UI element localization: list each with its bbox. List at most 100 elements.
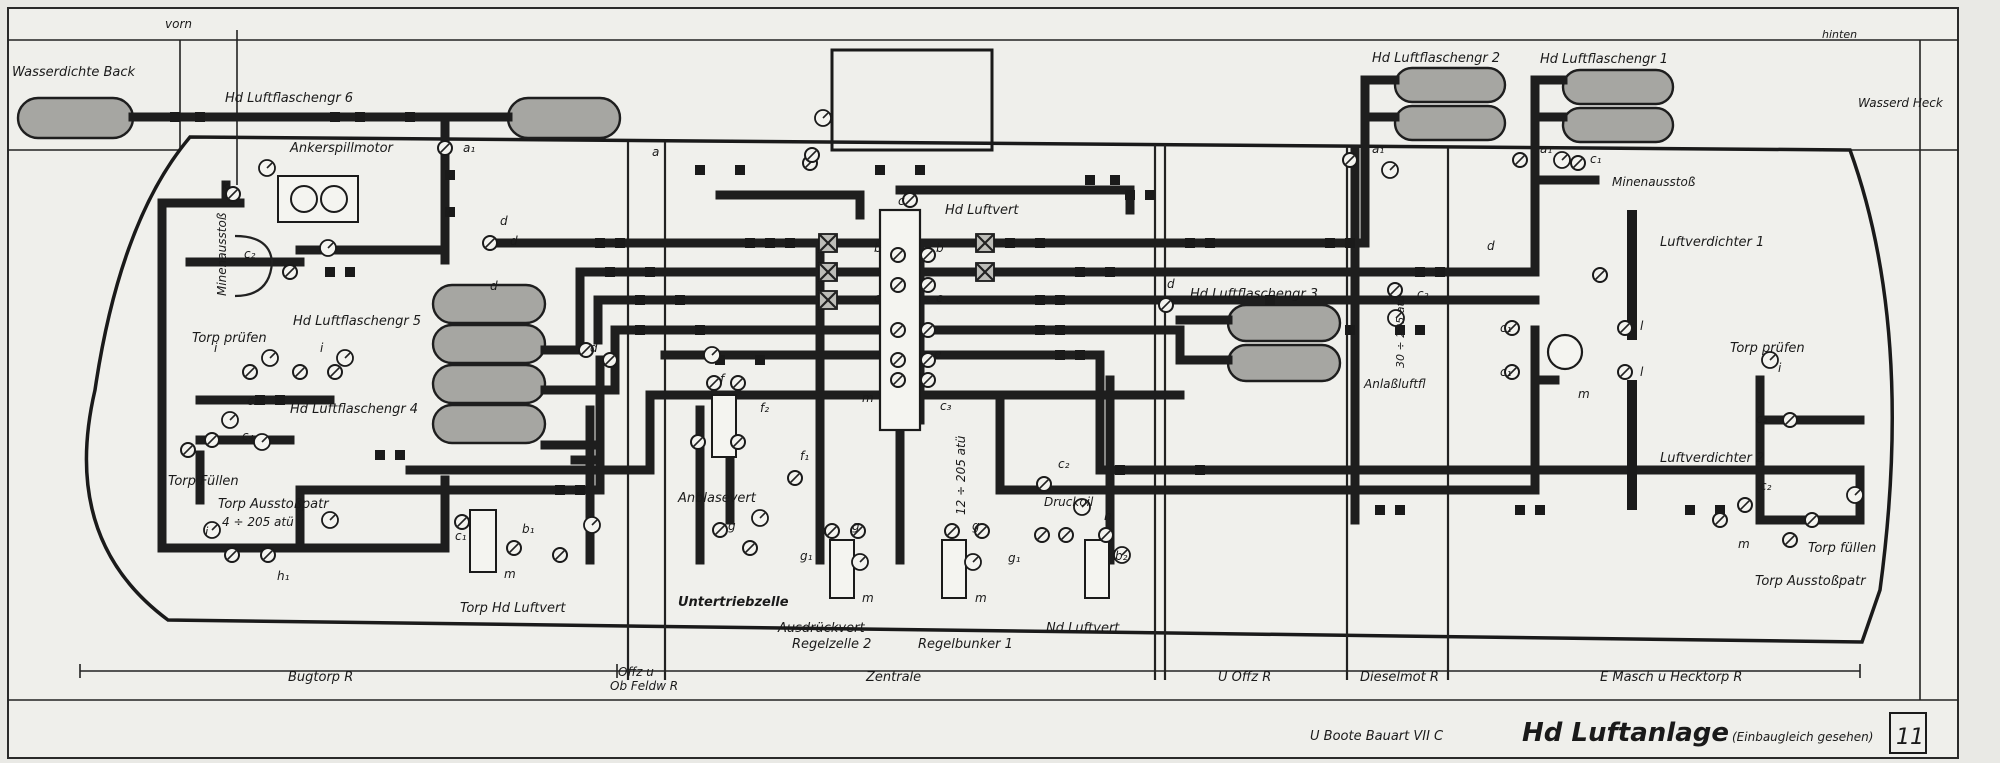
bottle-group-3a: [1226, 303, 1342, 343]
valve-stem: [1506, 322, 1518, 334]
bottle-group-5b: [431, 323, 547, 365]
valve-stem: [1506, 366, 1518, 378]
pipe-coupling: [1325, 238, 1335, 248]
valve-tag: m: [1738, 537, 1750, 551]
starting-air-pressure: 30 ÷ 205 atü: [1394, 295, 1407, 368]
pipe-coupling: [695, 325, 705, 335]
valve-tag: i: [214, 341, 218, 355]
torp-eject-fwd-label: Torp Ausstoßpatr: [218, 497, 330, 512]
valve-stem: [1060, 529, 1072, 541]
torp-eject-pressure: 4 ÷ 205 atü: [222, 515, 294, 529]
gauge-needle: [1081, 501, 1088, 508]
valve-tag: c: [898, 194, 905, 208]
valve-stem: [1784, 414, 1796, 426]
bottles-6-label: Hd Luftflaschengr 6: [225, 91, 353, 106]
valve-tag: c₂: [1058, 457, 1070, 471]
gauge-needle: [972, 556, 979, 563]
pressure-gauge: [336, 349, 354, 367]
gauge-needle: [1561, 154, 1568, 161]
pipe-coupling: [1105, 267, 1115, 277]
valve-stem: [456, 516, 468, 528]
gauge-needle: [1854, 489, 1861, 496]
valve-stem: [1784, 534, 1796, 546]
pressure-gauge: [964, 553, 982, 571]
valve: [1804, 512, 1820, 528]
trim-distributor-block: [941, 539, 967, 599]
main-dist-label: Hd Luftvert: [945, 203, 1019, 218]
valve: [920, 277, 936, 293]
pipe-coupling: [1035, 238, 1045, 248]
valve-tag: h: [1104, 509, 1112, 523]
torp-test-aft-label: Torp prüfen: [1730, 341, 1805, 356]
gauge-needle: [591, 519, 598, 526]
valve-tag: d: [590, 341, 598, 355]
valve-tag: i: [205, 525, 209, 539]
valve: [1592, 267, 1608, 283]
valve-tag: m: [975, 591, 987, 605]
valve-tag: i: [320, 341, 324, 355]
valve: [712, 522, 728, 538]
boat-type: U Boote Bauart VII C: [1310, 729, 1444, 744]
valve-tag: m: [862, 591, 874, 605]
valve-tag: g: [728, 519, 736, 533]
valve-stem: [1038, 478, 1050, 490]
torp-fill-fwd-label: Torp Füllen: [168, 474, 239, 489]
bulkheads: [626, 142, 1450, 680]
pipe-coupling: [875, 165, 885, 175]
valve: [920, 322, 936, 338]
valve-stem: [744, 542, 756, 554]
pipe-coupling: [1085, 175, 1095, 185]
pipe-coupling: [765, 238, 775, 248]
valve: [1782, 412, 1798, 428]
pipe-coupling: [1345, 325, 1355, 335]
torp-dist-label: Torp Hd Luftvert: [460, 601, 566, 616]
valve: [890, 277, 906, 293]
valve-tag: d: [490, 279, 498, 293]
valve-tag: d: [1167, 277, 1175, 291]
gauge-needle: [327, 242, 334, 249]
trim-cell-label: Regelzelle 2: [792, 637, 871, 652]
valve-stem: [182, 444, 194, 456]
valve: [787, 470, 803, 486]
valve-tag: c₁: [455, 529, 467, 543]
valve: [974, 523, 990, 539]
valve: [1712, 512, 1728, 528]
valve-tag: c₃: [940, 399, 952, 413]
labels: Wasserdichte Back vorn hinten Wasserd He…: [12, 17, 1944, 750]
aft-label: hinten: [1822, 28, 1857, 41]
valve-tag: b: [936, 241, 944, 255]
valve: [1342, 152, 1358, 168]
sheet-number-box: [1889, 712, 1927, 754]
pipe-coupling: [445, 207, 455, 217]
pipe-coupling: [325, 267, 335, 277]
valve-tag: a: [652, 145, 659, 159]
valve-stem: [732, 377, 744, 389]
valve-stem: [1572, 157, 1584, 169]
pipe-coupling: [555, 485, 565, 495]
mine-eject-fwd-label: Minenausstoß: [215, 212, 229, 296]
valve-tag: m: [862, 391, 874, 405]
hull-outline: [84, 135, 1894, 644]
pipe-coupling: [1115, 465, 1125, 475]
valve-stem: [554, 549, 566, 561]
pipe-coupling: [745, 238, 755, 248]
sheet-number: 11: [1896, 725, 1924, 750]
valve: [850, 523, 866, 539]
squeeze-distributor-block: [829, 539, 855, 599]
pressure-gauge: [319, 239, 337, 257]
valve-stem: [922, 324, 934, 336]
valve: [282, 264, 298, 280]
blank-valve: [818, 233, 838, 253]
torp-test-fwd-label: Torp prüfen: [192, 331, 267, 346]
squeeze-dist-label: Ausdrückvert: [777, 621, 865, 636]
pipe-coupling: [1075, 350, 1085, 360]
pipe-coupling: [635, 325, 645, 335]
gauge-needle: [859, 556, 866, 563]
valve-tag: f₁: [800, 449, 809, 463]
pipe-coupling: [1395, 325, 1405, 335]
pipe-coupling: [1415, 267, 1425, 277]
valve: [578, 342, 594, 358]
compressor-1-label: Luftverdichter 1: [1660, 235, 1764, 250]
pipe-coupling: [1685, 505, 1695, 515]
